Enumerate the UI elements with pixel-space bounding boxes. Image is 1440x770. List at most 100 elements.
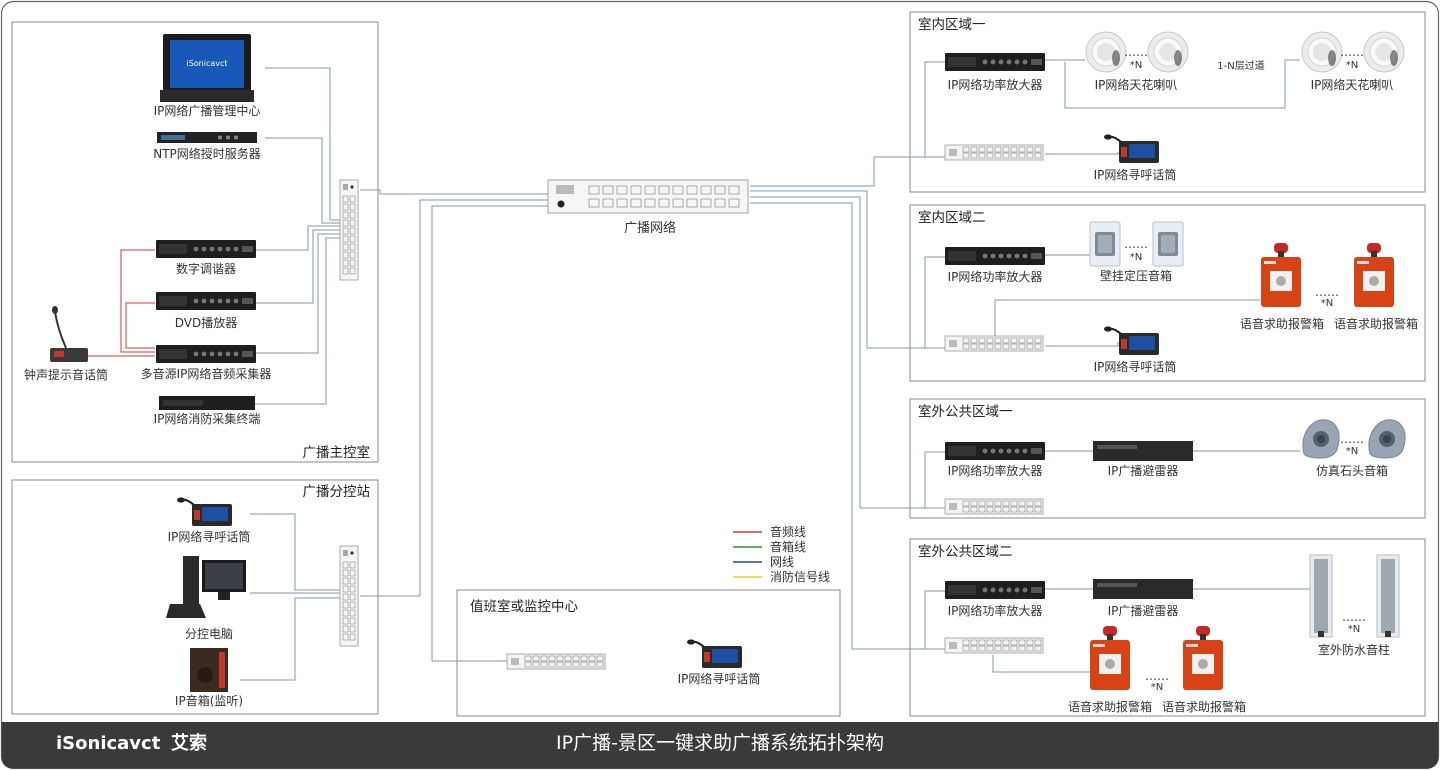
- label-dvd: DVD播放器: [175, 315, 237, 330]
- indoor2-wall-speaker-a[interactable]: [1089, 221, 1121, 267]
- label-transition: 1-N层过道: [1217, 59, 1264, 72]
- outdoor2-n-b: *N: [1151, 682, 1163, 693]
- panel-title-indoor-2: 室内区域二: [918, 209, 986, 226]
- indoor1-dots-a: ……: [1124, 45, 1148, 59]
- footer-title: IP广播-景区一键求助广播系统拓扑架构: [556, 732, 884, 754]
- label-mgmt-center: IP网络广播管理中心: [154, 103, 261, 118]
- dvd-device[interactable]: [156, 292, 256, 310]
- legend-label-speaker: 音箱线: [770, 539, 806, 554]
- label-rock-speaker: 仿真石头音箱: [1316, 463, 1388, 478]
- label-column-speaker: 室外防水音柱: [1318, 642, 1390, 657]
- ntp-server-device[interactable]: [157, 132, 257, 143]
- outdoor1-amplifier[interactable]: [945, 442, 1045, 460]
- label-indoor1-ceiling-b: IP网络天花喇叭: [1311, 77, 1394, 92]
- indoor2-amplifier[interactable]: [945, 247, 1045, 265]
- label-sub-paging-mic: IP网络寻呼话筒: [168, 529, 251, 544]
- outdoor2-dots-a: ……: [1342, 610, 1366, 624]
- outdoor2-dots-b: ……: [1145, 669, 1169, 683]
- label-fire-terminal: IP网络消防采集终端: [154, 411, 261, 426]
- sub-pc-device[interactable]: [166, 556, 246, 618]
- outdoor2-switch[interactable]: [944, 637, 1044, 654]
- indoor2-dots-a: ……: [1124, 237, 1148, 251]
- network-lines: [240, 59, 1310, 681]
- fire-terminal-device[interactable]: [159, 396, 255, 410]
- outdoor2-n-a: *N: [1348, 624, 1360, 635]
- outdoor2-lightning-arrester[interactable]: [1093, 579, 1193, 599]
- legend: 音频线 音箱线 网线 消防信号线: [733, 524, 830, 584]
- main-room-switch[interactable]: [339, 179, 359, 281]
- outdoor2-amplifier[interactable]: [945, 581, 1045, 599]
- indoor1-dots-b: ……: [1340, 45, 1364, 59]
- brand-logo-cn: 艾索: [171, 732, 207, 754]
- indoor2-n-b: *N: [1321, 298, 1333, 309]
- mgmt-center-device[interactable]: iSonicavct: [160, 34, 254, 102]
- sub-station-switch[interactable]: [339, 545, 359, 647]
- panel-sub-control: [11, 479, 379, 715]
- chime-mic-device[interactable]: [50, 306, 88, 362]
- svg-text:iSonicavct: iSonicavct: [186, 59, 227, 68]
- label-ntp-server: NTP网络授时服务器: [153, 146, 261, 161]
- label-indoor2-amplifier: IP网络功率放大器: [948, 269, 1043, 284]
- label-indoor1-ceiling-a: IP网络天花喇叭: [1095, 77, 1178, 92]
- label-audio-collector: 多音源IP网络音频采集器: [141, 366, 272, 381]
- label-network: 广播网络: [624, 220, 676, 236]
- label-indoor1-amplifier: IP网络功率放大器: [948, 77, 1043, 92]
- legend-label-audio: 音频线: [770, 524, 806, 539]
- label-ip-speaker: IP音箱(监听): [175, 693, 243, 708]
- indoor1-n-b: *N: [1346, 60, 1358, 71]
- tuner-device[interactable]: [156, 240, 256, 258]
- panel-title-outdoor-1: 室外公共区域一: [918, 403, 1013, 420]
- label-indoor2-paging-mic: IP网络寻呼话筒: [1094, 359, 1177, 374]
- ip-speaker-device[interactable]: [190, 648, 228, 692]
- indoor1-amplifier[interactable]: [945, 53, 1045, 71]
- panel-title-sub-control: 广播分控站: [303, 484, 371, 500]
- label-wall-speaker: 壁挂定压音箱: [1100, 268, 1172, 283]
- indoor2-dots-b: ……: [1315, 285, 1339, 299]
- panel-outdoor-2: [909, 538, 1426, 717]
- indoor1-ceiling-speaker-d[interactable]: [1363, 31, 1405, 73]
- panel-title-outdoor-2: 室外公共区域二: [918, 543, 1013, 560]
- panel-title-main-control: 广播主控室: [303, 444, 371, 461]
- outdoor1-lightning-arrester[interactable]: [1093, 441, 1193, 461]
- indoor1-ceiling-speaker-b[interactable]: [1147, 31, 1189, 73]
- label-outdoor1-lightning: IP广播避雷器: [1108, 464, 1179, 478]
- indoor1-ceiling-speaker-c[interactable]: [1301, 31, 1343, 73]
- indoor2-switch[interactable]: [944, 335, 1044, 352]
- outdoor1-switch[interactable]: [944, 498, 1044, 515]
- legend-label-fire: 消防信号线: [770, 569, 830, 584]
- label-outdoor2-alarm-a: 语音求助报警箱: [1068, 699, 1152, 714]
- panel-title-duty-room: 值班室或监控中心: [470, 598, 578, 615]
- indoor1-n-a: *N: [1130, 60, 1142, 71]
- indoor2-n-a: *N: [1130, 252, 1142, 263]
- footer-bar: [1, 722, 1439, 769]
- outdoor1-n: *N: [1346, 446, 1358, 457]
- panel-outdoor-1: [909, 398, 1426, 519]
- core-network-switch[interactable]: [547, 179, 749, 214]
- panel-title-indoor-1: 室内区域一: [918, 16, 986, 33]
- label-tuner: 数字调谐器: [176, 261, 236, 276]
- audio-collector-device[interactable]: [156, 345, 256, 363]
- outdoor2-column-speaker-a[interactable]: [1309, 554, 1333, 638]
- label-indoor2-alarm-a: 语音求助报警箱: [1240, 316, 1324, 331]
- outdoor1-dots: ……: [1340, 432, 1364, 446]
- indoor1-ceiling-speaker-a[interactable]: [1085, 31, 1127, 73]
- label-indoor2-alarm-b: 语音求助报警箱: [1334, 316, 1418, 331]
- duty-room-switch[interactable]: [506, 653, 606, 670]
- audio-lines: [88, 249, 155, 357]
- label-outdoor2-amplifier: IP网络功率放大器: [948, 603, 1043, 618]
- label-chime-mic: 钟声提示音话筒: [24, 367, 108, 382]
- panel-indoor-2: [909, 204, 1426, 382]
- label-duty-paging-mic: IP网络寻呼话筒: [678, 671, 761, 686]
- brand-logo-en: iSonicavct: [56, 733, 161, 754]
- panel-duty-room: [456, 589, 841, 717]
- label-outdoor2-alarm-b: 语音求助报警箱: [1162, 699, 1246, 714]
- indoor1-switch[interactable]: [944, 144, 1044, 161]
- panel-indoor-1: [909, 11, 1426, 193]
- indoor2-wall-speaker-b[interactable]: [1152, 221, 1184, 267]
- outdoor2-column-speaker-b[interactable]: [1376, 554, 1400, 638]
- legend-label-network: 网线: [770, 555, 794, 569]
- label-outdoor2-lightning: IP广播避雷器: [1108, 604, 1179, 618]
- panel-main-control: [11, 21, 379, 463]
- label-sub-pc: 分控电脑: [185, 627, 233, 641]
